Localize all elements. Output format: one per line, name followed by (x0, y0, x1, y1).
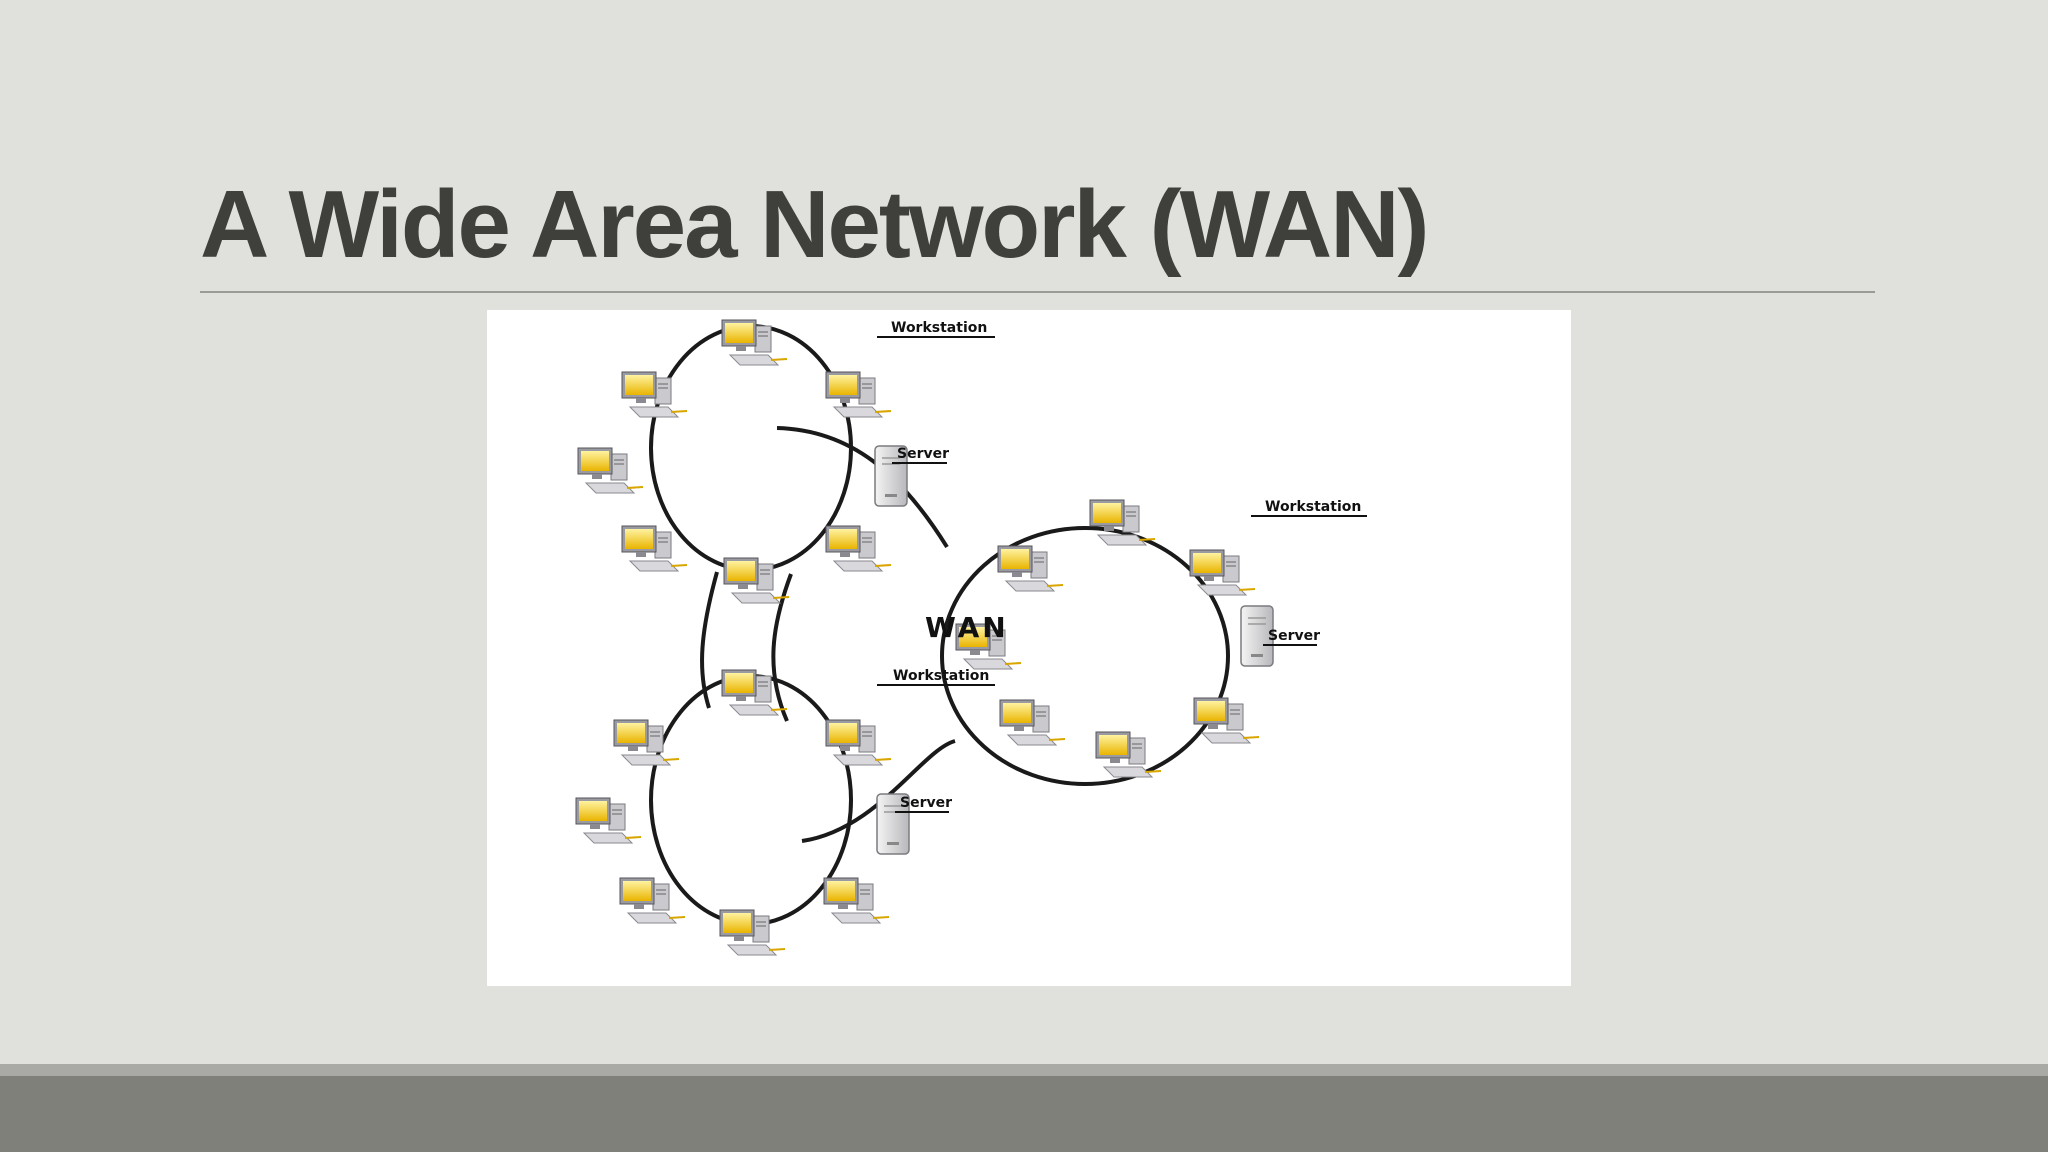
wan-links (700, 426, 956, 843)
server-label-right: Server (1268, 628, 1320, 644)
network-top: Workstation Server (577, 319, 995, 604)
network-ring-right (940, 526, 1230, 786)
workstation-label-bottom: Workstation (893, 668, 989, 684)
server-label-bottom: Server (900, 795, 952, 811)
network-right: Workstation Server (955, 499, 1367, 778)
server-label-top: Server (897, 446, 949, 462)
workstation-label-right: Workstation (1265, 499, 1361, 515)
wan-diagram: Workstation Server Workstation Server (487, 310, 1571, 986)
wan-label: WAN (925, 611, 1009, 644)
footer-band (0, 1076, 2048, 1152)
footer-stripe (0, 1064, 2048, 1076)
wan-diagram-canvas: Workstation Server Workstation Server (575, 319, 1367, 956)
slide-title: A Wide Area Network (WAN) (200, 171, 1429, 278)
workstation-label-top: Workstation (891, 320, 987, 336)
network-bottom: Workstation Server (575, 668, 995, 956)
title-divider (200, 291, 1875, 293)
